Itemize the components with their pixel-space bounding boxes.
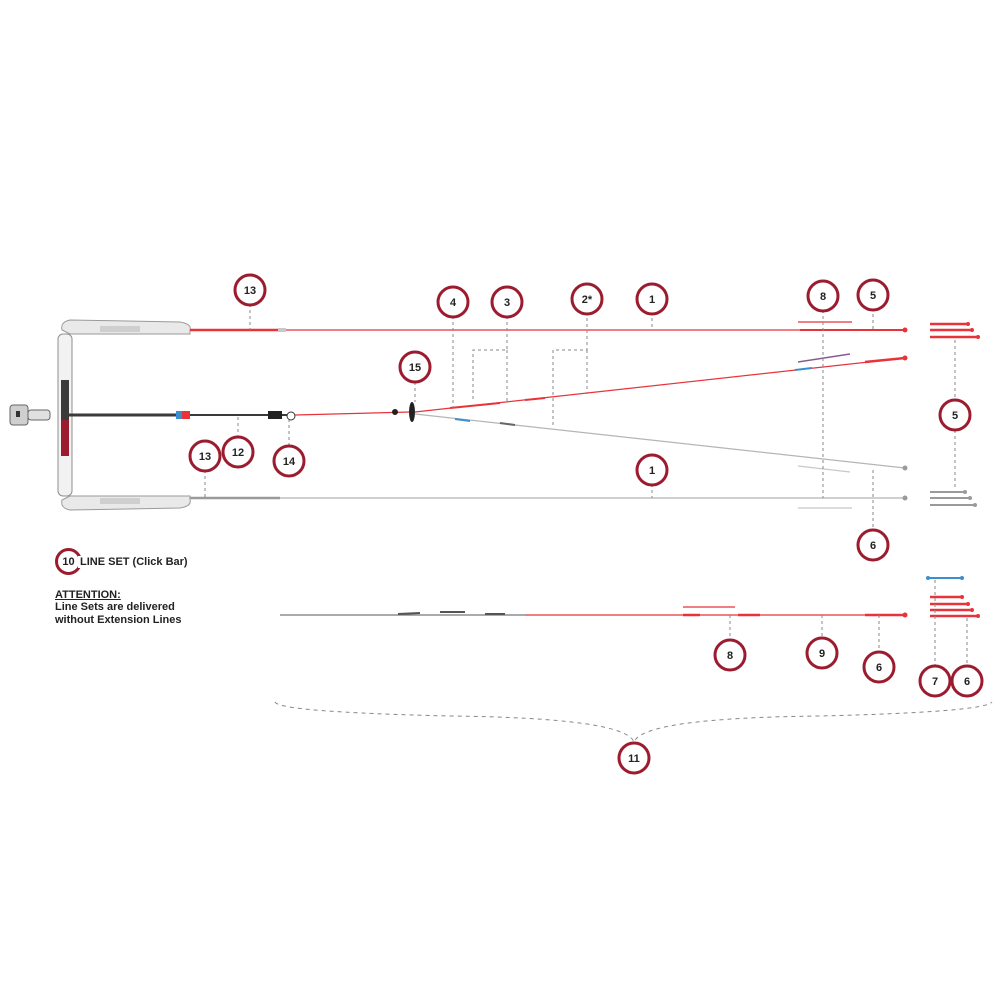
callout-5-right: 5 xyxy=(938,398,972,432)
svg-text:15: 15 xyxy=(409,362,421,374)
callout-badges: 13 4 3 2* 1 8 5 15 5 13 12 14 1 6 8 9 6 … xyxy=(188,273,984,775)
callout-14: 14 xyxy=(272,444,306,478)
back-line-top xyxy=(414,353,908,413)
svg-text:9: 9 xyxy=(819,648,825,660)
legend-title-row: 10 LINE SET (Click Bar) xyxy=(55,548,188,575)
callout-1-top: 1 xyxy=(635,282,669,316)
svg-text:1: 1 xyxy=(649,294,655,306)
svg-text:5: 5 xyxy=(952,410,958,422)
attention-line-1: Line Sets are delivered xyxy=(55,601,175,613)
svg-text:13: 13 xyxy=(244,285,256,297)
attention-heading: ATTENTION: xyxy=(55,589,121,601)
callout-9: 9 xyxy=(805,636,839,670)
callout-2: 2* xyxy=(570,282,604,316)
callout-6-bottom: 6 xyxy=(862,650,896,684)
callout-3: 3 xyxy=(490,285,524,319)
callout-12: 12 xyxy=(221,435,255,469)
svg-text:8: 8 xyxy=(820,291,826,303)
svg-text:2*: 2* xyxy=(582,294,593,306)
svg-text:12: 12 xyxy=(232,447,244,459)
front-line-top xyxy=(190,321,908,333)
svg-text:6: 6 xyxy=(876,662,882,674)
front-line-bottom xyxy=(190,495,908,509)
legend-title: LINE SET (Click Bar) xyxy=(78,555,188,568)
callout-6-right: 6 xyxy=(950,664,984,698)
svg-text:4: 4 xyxy=(450,297,457,309)
callout-5-top: 5 xyxy=(856,278,890,312)
svg-text:5: 5 xyxy=(870,290,876,302)
svg-text:13: 13 xyxy=(199,451,211,463)
extension-lines-7-6 xyxy=(926,576,980,618)
svg-text:7: 7 xyxy=(932,676,938,688)
center-line xyxy=(68,402,415,422)
extension-lines-5 xyxy=(930,322,980,507)
control-bar xyxy=(57,319,191,511)
back-line-bottom xyxy=(414,413,908,473)
leader-lines xyxy=(204,304,993,744)
attention-line-2: without Extension Lines xyxy=(55,614,182,626)
callout-7: 7 xyxy=(918,664,952,698)
svg-text:8: 8 xyxy=(727,650,733,662)
callout-4: 4 xyxy=(436,285,470,319)
callout-8-top: 8 xyxy=(806,279,840,313)
svg-text:3: 3 xyxy=(504,297,510,309)
callout-11: 11 xyxy=(617,741,651,775)
callout-15: 15 xyxy=(398,350,432,384)
legend: 10 LINE SET (Click Bar) ATTENTION: Line … xyxy=(55,548,188,627)
callout-1-bottom: 1 xyxy=(635,453,669,487)
callout-6-mid: 6 xyxy=(856,528,890,562)
callout-13-top: 13 xyxy=(233,273,267,307)
svg-text:1: 1 xyxy=(649,465,655,477)
svg-text:6: 6 xyxy=(870,540,876,552)
single-line-assembly xyxy=(280,606,908,618)
callout-8-bottom: 8 xyxy=(713,638,747,672)
svg-text:6: 6 xyxy=(964,676,970,688)
svg-text:11: 11 xyxy=(628,753,640,765)
callout-13-bottom: 13 xyxy=(188,439,222,473)
svg-text:14: 14 xyxy=(283,456,296,468)
chicken-loop xyxy=(9,404,51,426)
